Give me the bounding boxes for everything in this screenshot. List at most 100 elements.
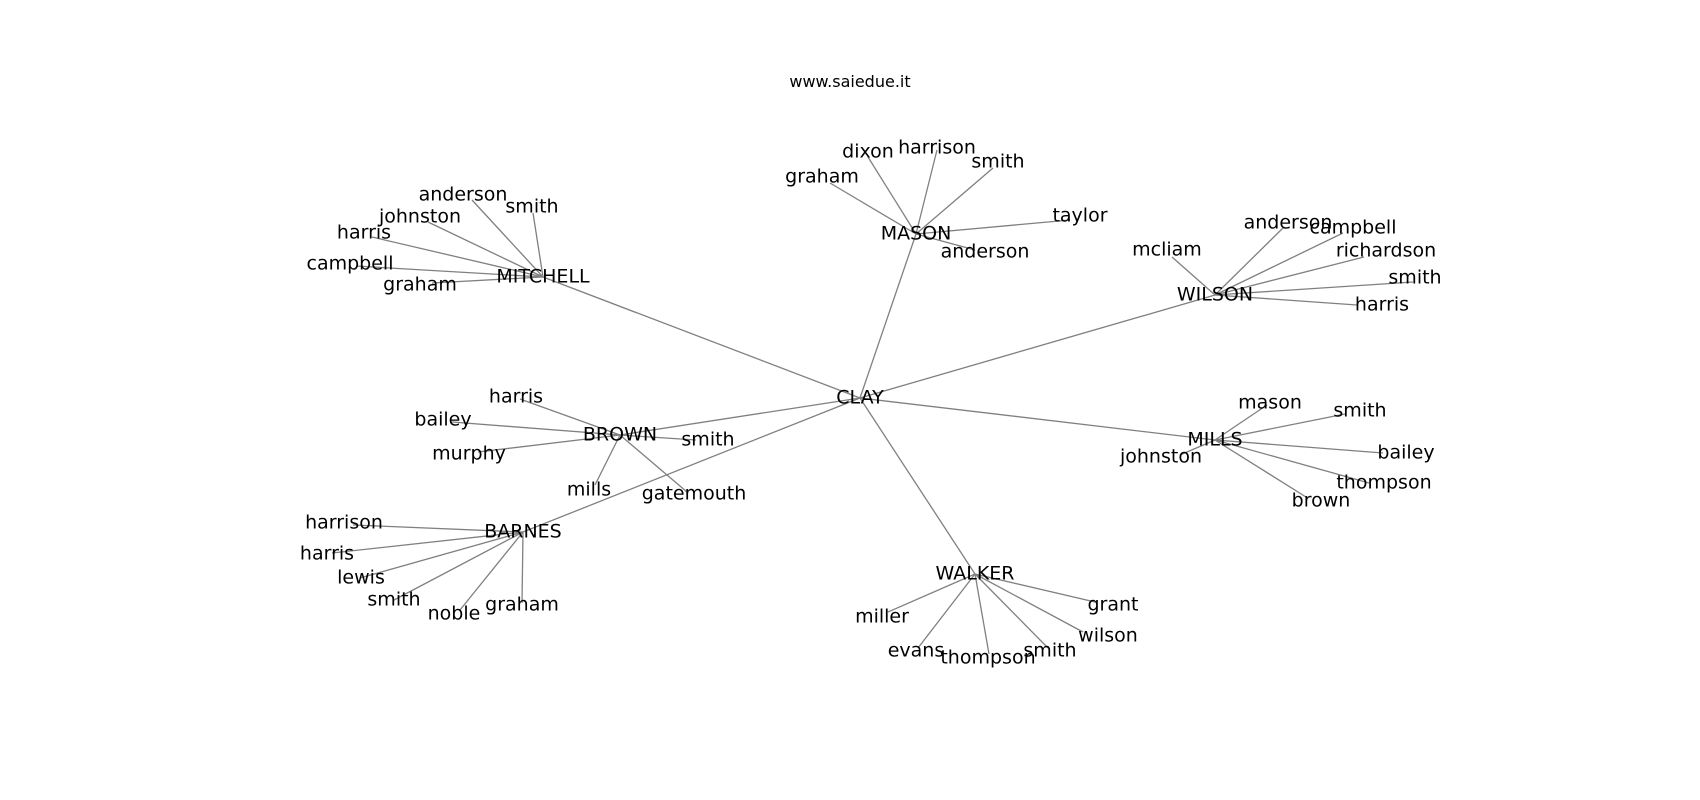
- node-root-clay: CLAY: [836, 387, 884, 409]
- edge-brown-mills: [594, 434, 621, 486]
- edge-brown-bailey: [451, 421, 621, 436]
- node-leaf-mitchell-campbell: campbell: [307, 253, 394, 275]
- edge-walker-thompson: [974, 573, 990, 655]
- edge-brown-smith: [619, 434, 697, 441]
- edge-mason-taylor: [915, 219, 1071, 235]
- node-leaf-wilson-anderson: anderson: [1244, 212, 1333, 234]
- node-leaf-mason-harrison: harrison: [898, 137, 976, 159]
- edge-root-wilson: [859, 294, 1216, 399]
- edge-root-barnes: [522, 397, 861, 533]
- edge-wilson-richardson: [1214, 256, 1365, 296]
- node-leaf-brown-harris: harris: [489, 386, 543, 408]
- edge-mason-graham: [829, 182, 917, 235]
- node-leaf-barnes-graham: graham: [485, 594, 559, 616]
- node-hub-mitchell: MITCHELL: [496, 266, 590, 288]
- edge-mitchell-campbell: [355, 265, 544, 278]
- node-leaf-walker-evans: evans: [888, 640, 945, 662]
- node-leaf-barnes-smith: smith: [367, 589, 420, 611]
- node-leaf-brown-bailey: bailey: [414, 409, 471, 431]
- node-leaf-mills-johnston: johnston: [1119, 446, 1202, 468]
- node-leaf-barnes-harrison: harrison: [305, 512, 383, 534]
- edge-wilson-mcliam: [1171, 256, 1216, 296]
- edge-mason-harrison: [915, 149, 938, 235]
- edge-barnes-harrison: [352, 524, 524, 533]
- node-leaf-brown-gatemouth: gatemouth: [642, 483, 747, 505]
- edge-brown-harris: [519, 398, 621, 436]
- node-leaf-barnes-noble: noble: [428, 603, 481, 625]
- node-leaf-walker-smith: smith: [1023, 640, 1076, 662]
- edge-root-brown: [619, 397, 861, 436]
- node-leaf-mason-anderson: anderson: [941, 241, 1030, 263]
- node-leaf-mills-brown: brown: [1292, 490, 1351, 512]
- edge-root-mason: [859, 233, 917, 399]
- node-hub-walker: WALKER: [936, 563, 1015, 585]
- edge-wilson-campbell: [1214, 232, 1344, 296]
- node-leaf-mills-bailey: bailey: [1377, 442, 1434, 464]
- node-hub-mason: MASON: [881, 223, 952, 245]
- edge-brown-murphy: [477, 434, 621, 453]
- node-leaf-mitchell-harris: harris: [337, 222, 391, 244]
- node-hub-wilson: WILSON: [1177, 284, 1253, 306]
- node-leaf-wilson-mcliam: mcliam: [1132, 239, 1202, 261]
- edge-mason-smith: [915, 167, 994, 235]
- edge-mitchell-graham: [431, 276, 544, 284]
- node-leaf-mills-smith: smith: [1333, 400, 1386, 422]
- node-leaf-brown-smith: smith: [681, 429, 734, 451]
- node-leaf-walker-thompson: thompson: [940, 647, 1035, 669]
- edge-wilson-anderson: [1214, 227, 1284, 296]
- node-leaf-brown-murphy: murphy: [432, 443, 506, 465]
- edge-walker-grant: [974, 573, 1096, 603]
- edge-walker-wilson: [974, 573, 1084, 633]
- edge-mills-thompson: [1214, 439, 1370, 484]
- edge-mason-anderson: [915, 233, 976, 251]
- edge-mills-smith: [1214, 413, 1346, 441]
- edge-brown-gatemouth: [619, 434, 688, 493]
- edge-root-mitchell: [542, 276, 861, 399]
- node-leaf-wilson-smith: smith: [1388, 267, 1441, 289]
- node-hub-mills: MILLS: [1187, 429, 1242, 451]
- node-leaf-mason-graham: graham: [785, 166, 859, 188]
- edge-barnes-harris: [331, 531, 524, 554]
- edge-mitchell-anderson: [471, 199, 544, 278]
- edge-walker-evans: [917, 573, 976, 649]
- edge-walker-miller: [887, 573, 976, 613]
- page-title: www.saiedue.it: [789, 72, 910, 91]
- edge-mitchell-johnston: [427, 221, 544, 278]
- edge-mason-dixon: [867, 156, 917, 235]
- edge-root-mills: [859, 397, 1216, 441]
- node-leaf-walker-grant: grant: [1087, 594, 1138, 616]
- node-hub-barnes: BARNES: [484, 521, 562, 543]
- node-leaf-mills-thompson: thompson: [1336, 472, 1431, 494]
- node-leaf-mason-dixon: dixon: [842, 141, 894, 163]
- node-leaf-mason-taylor: taylor: [1052, 205, 1107, 227]
- node-hub-brown: BROWN: [583, 424, 657, 446]
- node-leaf-walker-miller: miller: [855, 606, 909, 628]
- node-leaf-mason-smith: smith: [971, 151, 1024, 173]
- edge-mitchell-smith: [532, 212, 544, 278]
- edge-root-walker: [859, 397, 976, 575]
- node-leaf-brown-mills: mills: [567, 479, 611, 501]
- node-leaf-barnes-harris: harris: [300, 543, 354, 565]
- node-leaf-mitchell-anderson: anderson: [419, 184, 508, 206]
- edge-mills-johnston: [1179, 439, 1216, 456]
- edge-mills-brown: [1214, 439, 1307, 498]
- labels-layer: CLAY MITCHELL anderson smith johnston harris c…: [300, 137, 1442, 669]
- node-leaf-wilson-harris: harris: [1355, 294, 1409, 316]
- edge-barnes-lewis: [359, 531, 524, 579]
- edge-barnes-noble: [459, 531, 524, 611]
- node-leaf-mills-mason: mason: [1238, 392, 1302, 414]
- node-leaf-mitchell-graham: graham: [383, 274, 457, 296]
- edge-mills-bailey: [1214, 439, 1384, 454]
- edge-walker-smith: [974, 573, 1049, 649]
- edge-mills-mason: [1214, 404, 1268, 441]
- edge-wilson-harris: [1214, 294, 1358, 306]
- edge-barnes-graham: [521, 531, 524, 604]
- node-leaf-barnes-lewis: lewis: [337, 567, 385, 589]
- edge-mitchell-harris: [371, 236, 544, 278]
- node-leaf-walker-wilson: wilson: [1078, 625, 1138, 647]
- node-leaf-wilson-campbell: campbell: [1310, 217, 1397, 239]
- edge-barnes-smith: [393, 531, 524, 601]
- edge-wilson-smith: [1214, 281, 1414, 296]
- edges-layer: [331, 149, 1414, 655]
